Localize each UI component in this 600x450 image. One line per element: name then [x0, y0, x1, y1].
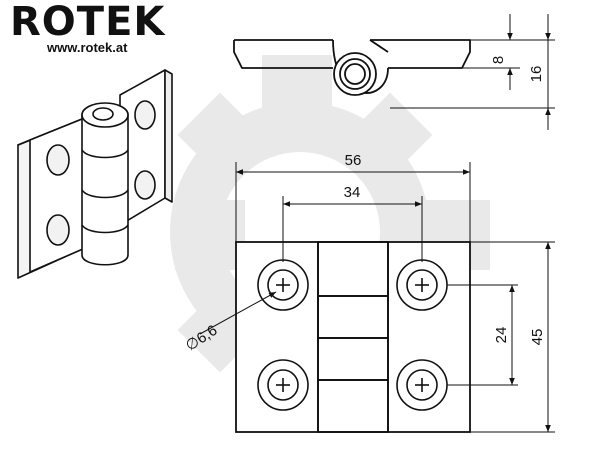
dim-hole-spacing-horizontal: 34 — [344, 184, 361, 201]
hole-bottom-right — [396, 359, 448, 411]
knuckle — [81, 103, 129, 266]
hole-top-left — [257, 259, 309, 311]
dim-top-thickness: 8 — [490, 56, 507, 64]
hinge-3d-view — [17, 69, 173, 279]
mounting-holes — [257, 259, 448, 411]
brand-name: ROTEK — [10, 0, 166, 45]
hole-bottom-left — [257, 359, 309, 411]
dim-height-overall: 45 — [529, 329, 546, 346]
dim-width-overall: 56 — [345, 152, 362, 169]
top-view-dimensions — [390, 14, 555, 130]
dim-hole-spacing-vertical: 24 — [493, 327, 510, 344]
brand-url: www.rotek.at — [47, 40, 128, 55]
brand-logo: ROTEK www.rotek.at — [10, 0, 180, 55]
hole-top-right — [396, 259, 448, 311]
dim-top-height: 16 — [528, 66, 545, 83]
front-view-dimensions — [199, 162, 555, 433]
